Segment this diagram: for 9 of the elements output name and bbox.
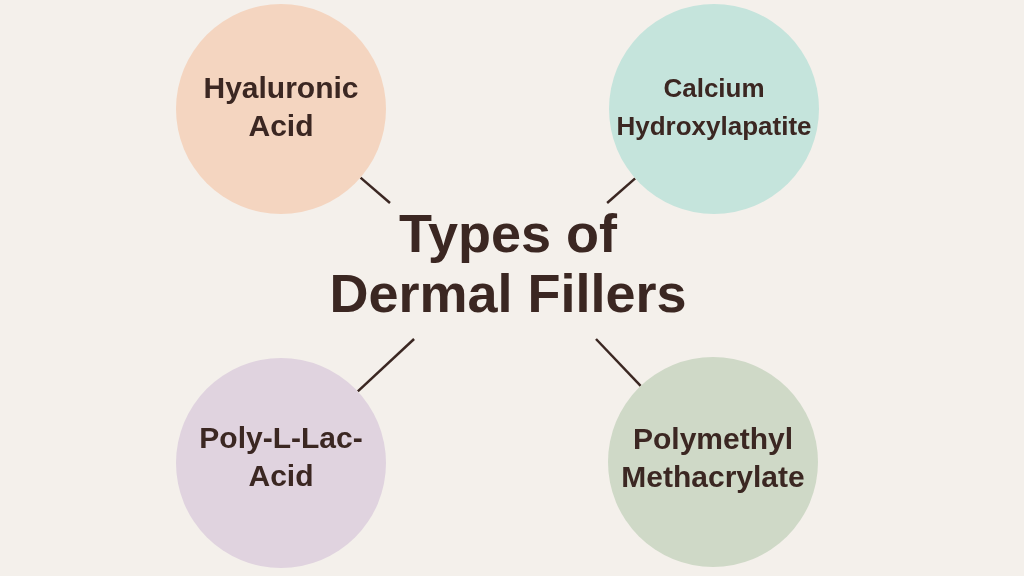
central-title-text: Types of Dermal Fillers <box>308 203 708 339</box>
connector-line <box>359 176 391 204</box>
connector-line <box>606 177 636 204</box>
node-label: Hyaluronic Acid <box>202 70 360 144</box>
node-label: Calcium Hydroxylapatite <box>615 72 813 143</box>
connector-line <box>595 338 642 387</box>
connector-line <box>356 338 415 393</box>
node-label: Polymethyl Methacrylate <box>620 421 806 495</box>
node-label: Poly-L-Lac-Acid <box>198 420 364 494</box>
